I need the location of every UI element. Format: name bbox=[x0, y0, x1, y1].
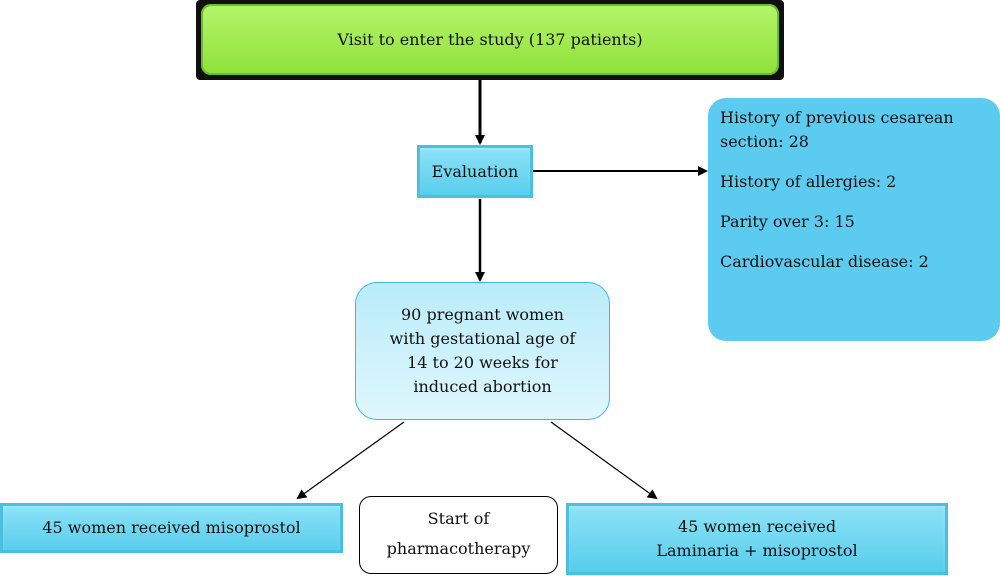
pharmacotherapy-label-line2: pharmacotherapy bbox=[386, 539, 531, 558]
arrow-cohort-to-laminaria bbox=[550, 421, 658, 500]
study-entry-box: Visit to enter the study (137 patients) bbox=[196, 0, 784, 80]
exclusion-criteria-box: History of previous cesarean section: 28… bbox=[708, 98, 1000, 341]
study-entry-label: Visit to enter the study (137 patients) bbox=[337, 29, 643, 49]
evaluation-box: Evaluation bbox=[417, 145, 533, 198]
laminaria-misoprostol-group-box: 45 women received Laminaria + misoprosto… bbox=[566, 503, 948, 575]
study-entry-panel: Visit to enter the study (137 patients) bbox=[201, 4, 779, 75]
exclusion-item-parity: Parity over 3: 15 bbox=[720, 212, 855, 231]
laminaria-misoprostol-group-label: 45 women received Laminaria + misoprosto… bbox=[656, 517, 858, 560]
pharmacotherapy-start-box: Start of pharmacotherapy bbox=[359, 496, 558, 574]
exclusion-item-cesarean: History of previous cesarean section: 28 bbox=[720, 108, 954, 151]
study-cohort-label: 90 pregnant women with gestational age o… bbox=[389, 305, 576, 396]
exclusion-item-allergies: History of allergies: 2 bbox=[720, 172, 897, 191]
arrow-cohort-to-misoprostol bbox=[296, 421, 405, 500]
exclusion-item-cardiovascular: Cardiovascular disease: 2 bbox=[720, 252, 929, 271]
misoprostol-group-box: 45 women received misoprostol bbox=[0, 503, 343, 553]
misoprostol-group-label: 45 women received misoprostol bbox=[42, 518, 301, 537]
pharmacotherapy-label-line1: Start of bbox=[427, 509, 490, 528]
evaluation-label: Evaluation bbox=[431, 161, 519, 181]
study-cohort-box: 90 pregnant women with gestational age o… bbox=[355, 282, 610, 420]
